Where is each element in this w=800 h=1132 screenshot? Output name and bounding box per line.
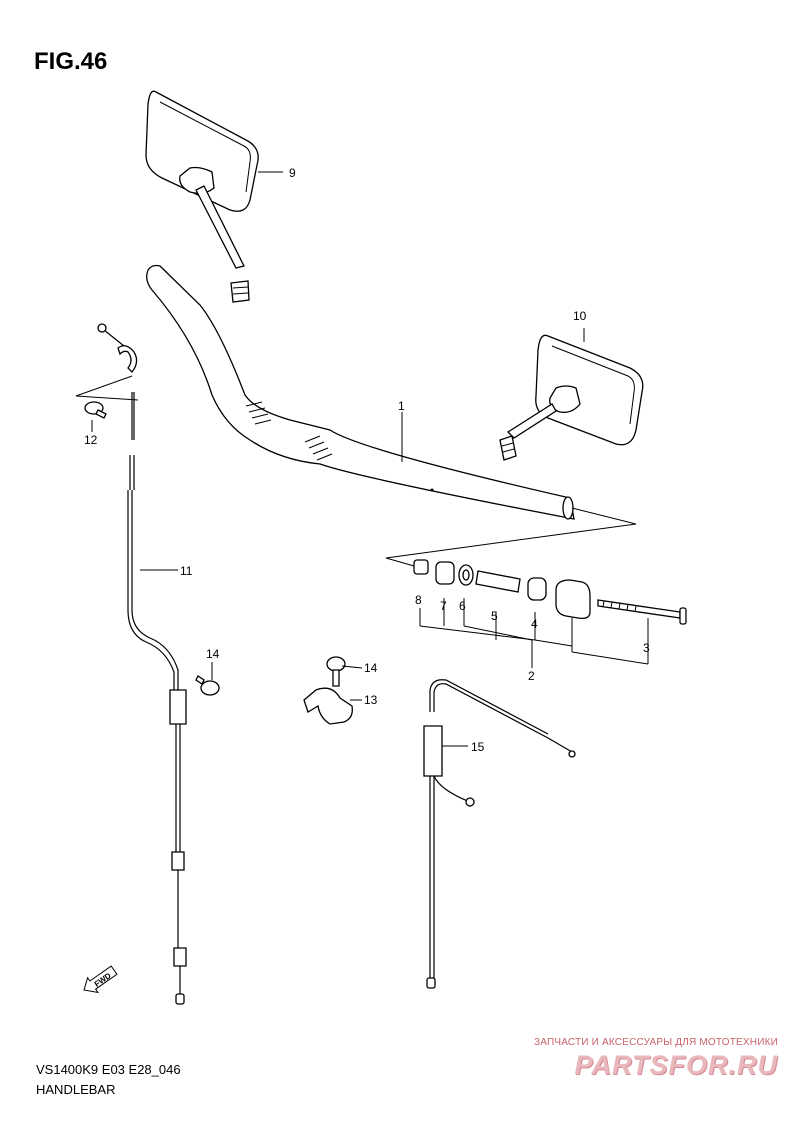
part-6-washer[interactable]: [458, 564, 474, 586]
figure-name: HANDLEBAR: [36, 1082, 116, 1097]
callout-1: 1: [398, 399, 405, 413]
callout-15: 15: [471, 740, 485, 754]
part-3-bolt[interactable]: [597, 599, 687, 625]
part-2-grip-end[interactable]: [555, 579, 591, 620]
part-15-cable[interactable]: [423, 679, 576, 989]
callout-8: 8: [415, 593, 422, 607]
callout-14-left: 14: [206, 647, 220, 661]
part-13-clamp[interactable]: [303, 687, 353, 725]
watermark-logo: PARTSFOR.RU: [574, 1050, 778, 1080]
callout-5: 5: [491, 609, 498, 623]
part-14-screw-center[interactable]: [326, 656, 346, 687]
callout-10: 10: [573, 309, 587, 323]
callout-2: 2: [528, 669, 535, 683]
part-8-nut[interactable]: [413, 559, 429, 575]
callout-12: 12: [84, 433, 98, 447]
callout-4: 4: [531, 617, 538, 631]
part-7-collar[interactable]: [435, 561, 455, 585]
part-1-handlebar[interactable]: [146, 264, 575, 520]
callout-13: 13: [364, 693, 378, 707]
callout-7: 7: [440, 599, 447, 613]
watermark-tagline: ЗАПЧАСТИ И АКСЕССУАРЫ ДЛЯ МОТОТЕХНИКИ: [533, 1037, 778, 1048]
figure-title: FIG.46: [34, 48, 108, 75]
part-10-right-mirror[interactable]: [499, 334, 644, 461]
callout-9: 9: [289, 166, 296, 180]
callout-14-center: 14: [364, 661, 378, 675]
part-5-spacer-tube[interactable]: [475, 570, 521, 593]
part-14-screw-left[interactable]: [195, 675, 220, 696]
callout-6: 6: [459, 599, 466, 613]
callout-3: 3: [643, 641, 650, 655]
part-11-cable[interactable]: [97, 323, 187, 1005]
part-12-screw[interactable]: [84, 401, 107, 419]
callout-11: 11: [180, 564, 193, 578]
part-9-left-mirror[interactable]: [145, 90, 259, 303]
model-code: VS1400K9 E03 E28_046: [36, 1062, 181, 1077]
part-4-collar[interactable]: [527, 577, 547, 601]
fwd-arrow-icon: FWD: [83, 965, 118, 994]
